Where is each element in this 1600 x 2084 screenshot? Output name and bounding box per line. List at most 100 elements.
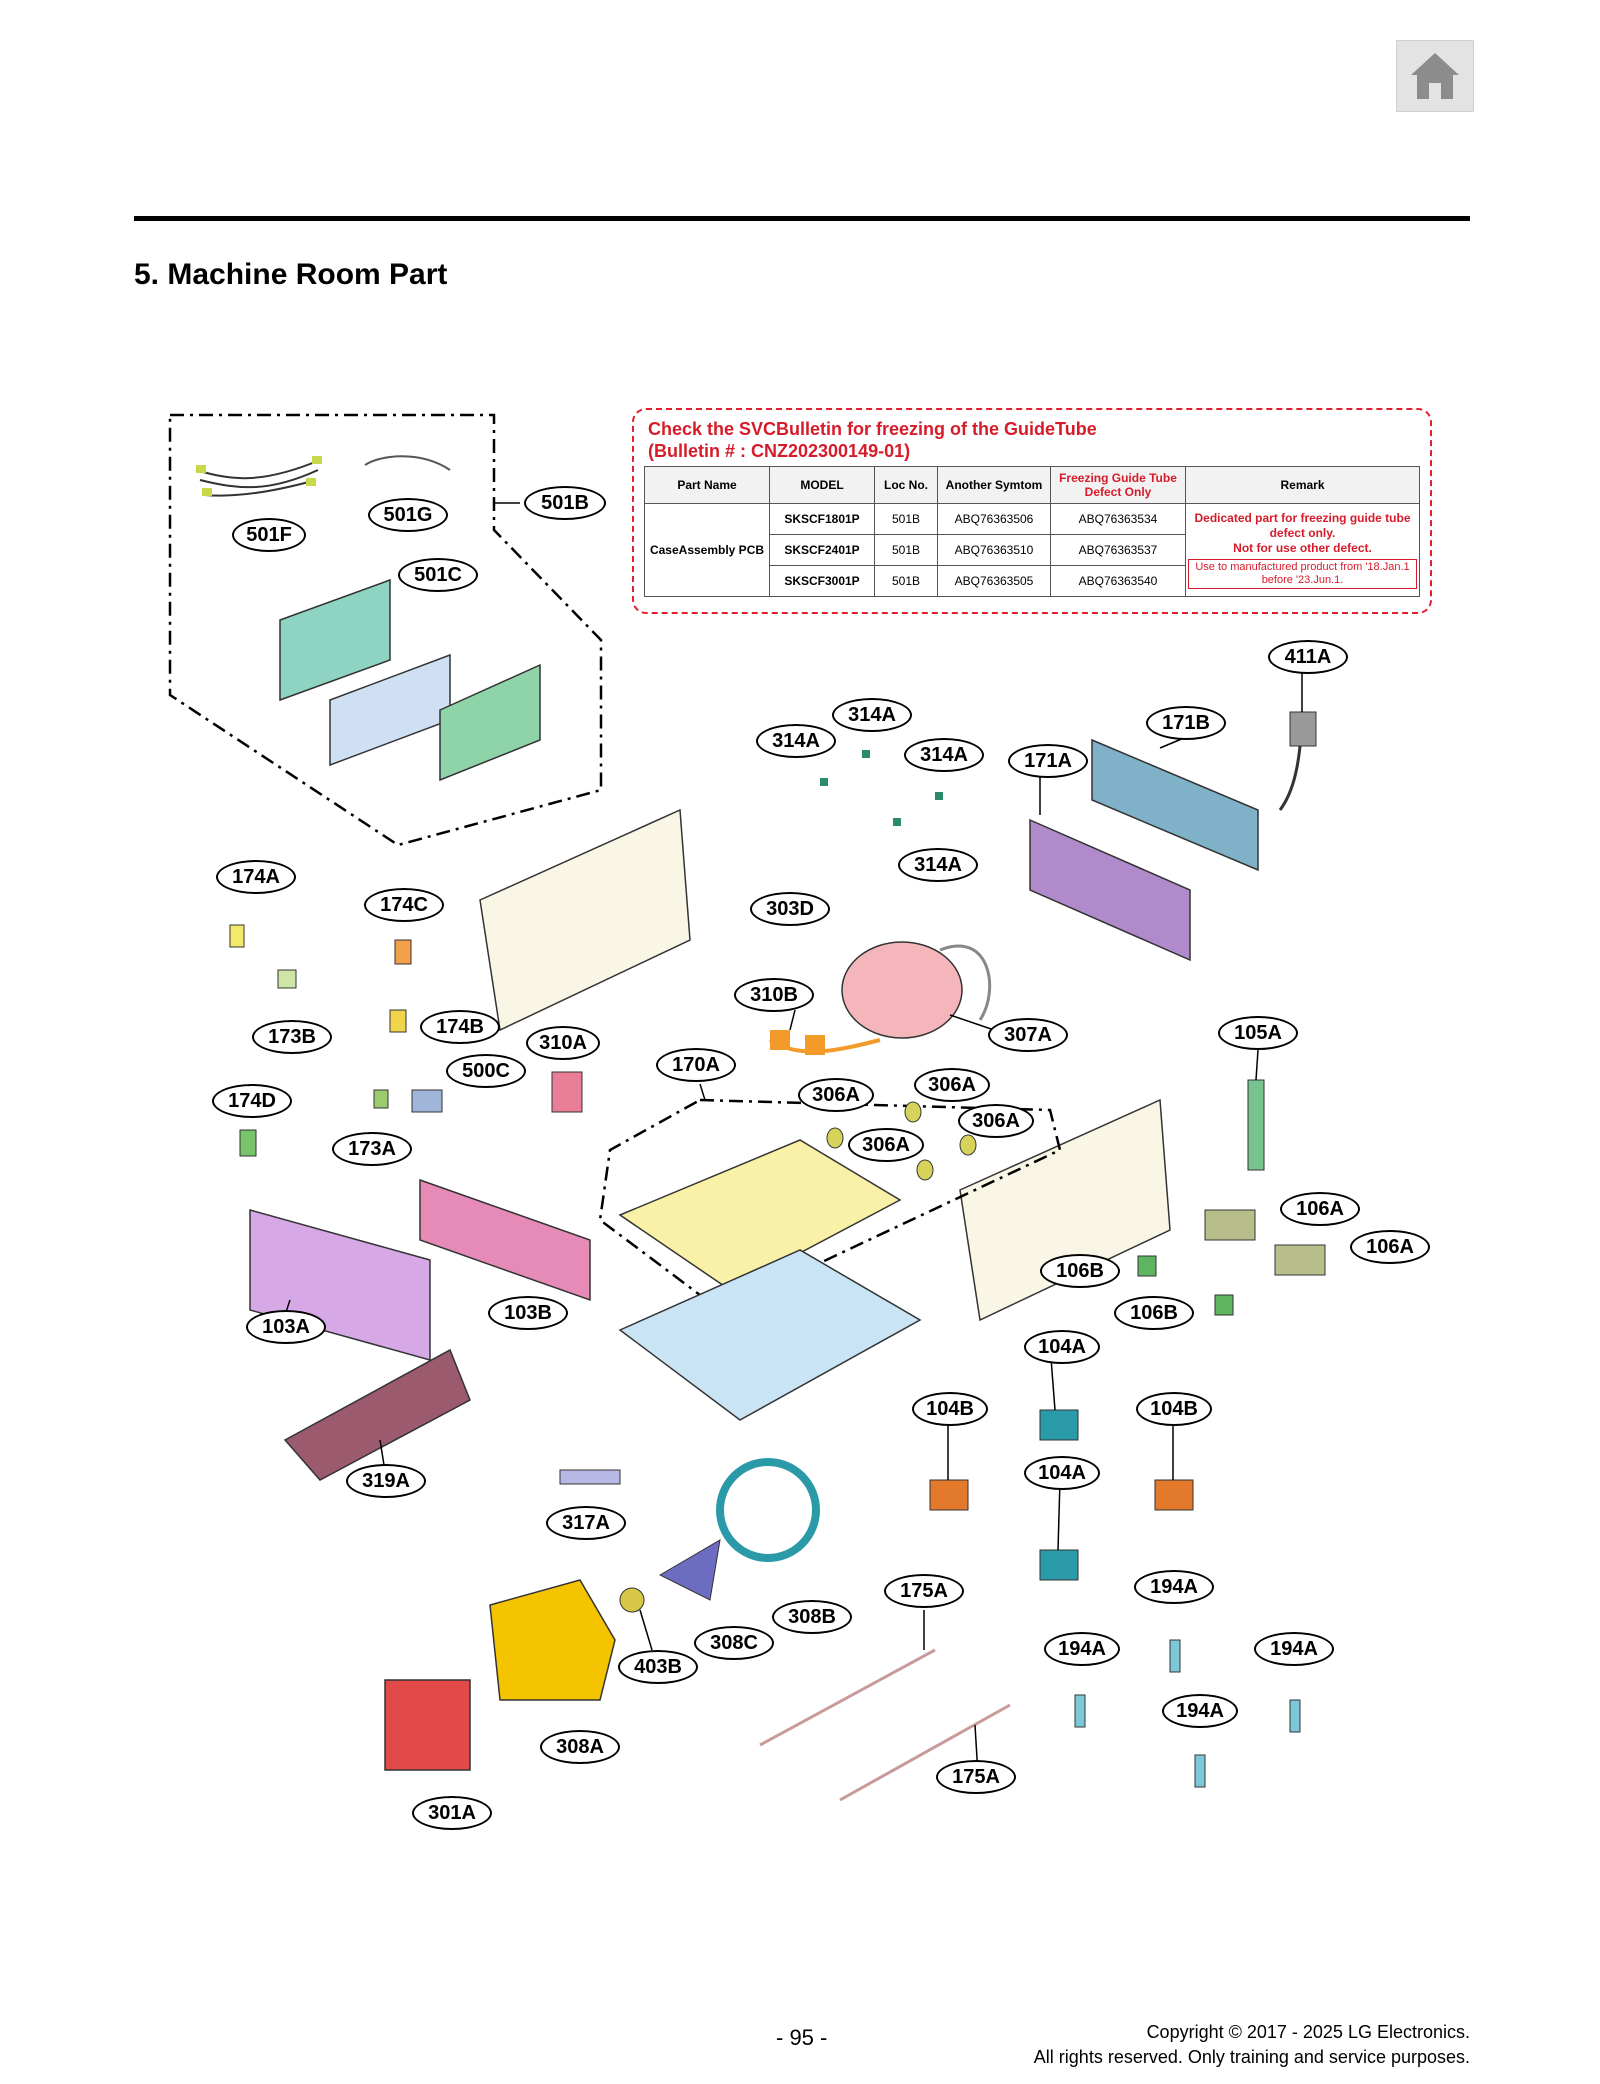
- filter-dryer-part: [559, 1469, 621, 1485]
- callout-label: 314A: [832, 698, 912, 732]
- callout-label: 194A: [1162, 1694, 1238, 1728]
- col-another: Another Symtom: [937, 466, 1051, 504]
- callout-label: 174A: [216, 860, 296, 894]
- callout-label: 307A: [988, 1018, 1068, 1052]
- callout-label: 308A: [540, 1730, 620, 1764]
- table-row: CaseAssembly PCB SKSCF1801P 501B ABQ7636…: [644, 503, 1420, 597]
- louver-part: [1091, 738, 1259, 872]
- callout-label: 306A: [848, 1128, 924, 1162]
- callout-label: 103A: [246, 1310, 326, 1344]
- callout-label: 314A: [904, 738, 984, 772]
- callout-label: 104A: [1024, 1456, 1100, 1490]
- freezing-cell: ABQ76363537: [1050, 534, 1186, 566]
- callout-label: 301A: [412, 1796, 492, 1830]
- section-title: 5. Machine Room Part: [134, 258, 448, 291]
- callout-label: 106B: [1114, 1296, 1194, 1330]
- callout-label: 500C: [446, 1054, 526, 1088]
- loc-cell: 501B: [874, 534, 938, 566]
- freezing-cell: ABQ76363534: [1050, 503, 1186, 535]
- another-cell: ABQ76363510: [937, 534, 1051, 566]
- side-frame-part: [959, 1098, 1171, 1322]
- copyright: Copyright © 2017 - 2025 LG Electronics. …: [1034, 2020, 1470, 2070]
- callout-label: 314A: [756, 724, 836, 758]
- callout-label: 173A: [332, 1132, 412, 1166]
- callout-label: 501G: [368, 498, 448, 532]
- callout-label: 106A: [1350, 1230, 1430, 1264]
- callout-label: 403B: [618, 1650, 698, 1684]
- model-cell: SKSCF1801P: [769, 503, 875, 535]
- remark-note: Use to manufactured product from '18.Jan…: [1188, 559, 1417, 589]
- callout-label: 306A: [958, 1104, 1034, 1138]
- header-rule: [134, 216, 1470, 221]
- remark-text-2: Not for use other defect.: [1233, 541, 1372, 555]
- bottom-plate-part: [618, 1249, 922, 1421]
- callout-label: 310B: [734, 978, 814, 1012]
- callout-label: 411A: [1268, 640, 1348, 674]
- copyright-line-2: All rights reserved. Only training and s…: [1033, 2047, 1470, 2067]
- col-part-name: Part Name: [644, 466, 770, 504]
- callout-label: 173B: [252, 1020, 332, 1054]
- overload-part: [551, 1071, 583, 1113]
- pcb-case-part: [439, 663, 541, 782]
- callout-label: 306A: [798, 1078, 874, 1112]
- fan-guard-part: [716, 1458, 820, 1562]
- fan-shroud-part: [489, 1579, 616, 1701]
- grille-part: [1029, 818, 1191, 962]
- pcb-cover-part: [279, 578, 391, 702]
- another-cell: ABQ76363506: [937, 503, 1051, 535]
- callout-label: 105A: [1218, 1016, 1298, 1050]
- callout-label: 175A: [884, 1574, 964, 1608]
- callout-label: 171A: [1008, 744, 1088, 778]
- callout-label: 174B: [420, 1010, 500, 1044]
- callout-label: 103B: [488, 1296, 568, 1330]
- part-name-cell: CaseAssembly PCB: [644, 503, 770, 597]
- page-number: - 95 -: [776, 2025, 828, 2050]
- callout-label: 194A: [1254, 1632, 1334, 1666]
- model-cell: SKSCF2401P: [769, 534, 875, 566]
- stand-part: [283, 1348, 471, 1481]
- callout-label: 303D: [750, 892, 830, 926]
- fan-blade-part: [658, 1539, 721, 1601]
- rod-part: [839, 1703, 1011, 1802]
- bulletin-title: Check the SVCBulletin for freezing of th…: [648, 419, 1097, 439]
- callout-label: 501F: [232, 518, 306, 552]
- callout-label: 106B: [1040, 1254, 1120, 1288]
- callout-label: 501C: [398, 558, 478, 592]
- callout-label: 170A: [656, 1048, 736, 1082]
- bulletin-number: (Bulletin # : CNZ202300149-01): [648, 441, 911, 461]
- remark-cell: Dedicated part for freezing guide tube d…: [1185, 503, 1420, 597]
- fan-motor-part: [619, 1587, 645, 1613]
- col-model: MODEL: [769, 466, 875, 504]
- callout-label: 194A: [1134, 1570, 1214, 1604]
- compressor-part: [841, 941, 963, 1039]
- callout-label: 104B: [1136, 1392, 1212, 1426]
- loc-cell: 501B: [874, 565, 938, 597]
- remark-text: Dedicated part for freezing guide tube d…: [1194, 511, 1411, 540]
- callout-label: 174D: [212, 1084, 292, 1118]
- col-remark: Remark: [1185, 466, 1420, 504]
- loc-cell: 501B: [874, 503, 938, 535]
- callout-label: 194A: [1044, 1632, 1120, 1666]
- condenser-part: [384, 1679, 471, 1771]
- callout-label: 308C: [694, 1626, 774, 1660]
- pcb-group-outline: [168, 413, 603, 847]
- bulletin-table: Part Name MODEL Loc No. Another Symtom F…: [644, 466, 1420, 597]
- home-button[interactable]: [1396, 40, 1474, 112]
- callout-label: 306A: [914, 1068, 990, 1102]
- side-cover-part: [419, 1178, 591, 1302]
- copyright-line-1: Copyright © 2017 - 2025 LG Electronics.: [1146, 2022, 1470, 2042]
- callout-label: 106A: [1280, 1192, 1360, 1226]
- callout-label: 314A: [898, 848, 978, 882]
- callout-label: 308B: [772, 1600, 852, 1634]
- home-icon: [1411, 53, 1459, 99]
- sensor-part: [411, 1089, 443, 1113]
- table-row: SKSCF3001P 501B ABQ76363505 ABQ76363540: [645, 565, 1420, 597]
- callout-label: 104A: [1024, 1330, 1100, 1364]
- wire-harness-part: [195, 459, 321, 497]
- col-freezing: Freezing Guide Tube Defect Only: [1050, 466, 1186, 504]
- rear-frame-part: [479, 808, 691, 1032]
- callout-label: 104B: [912, 1392, 988, 1426]
- table-row: SKSCF2401P 501B ABQ76363510 ABQ76363537: [645, 534, 1420, 566]
- col-loc: Loc No.: [874, 466, 938, 504]
